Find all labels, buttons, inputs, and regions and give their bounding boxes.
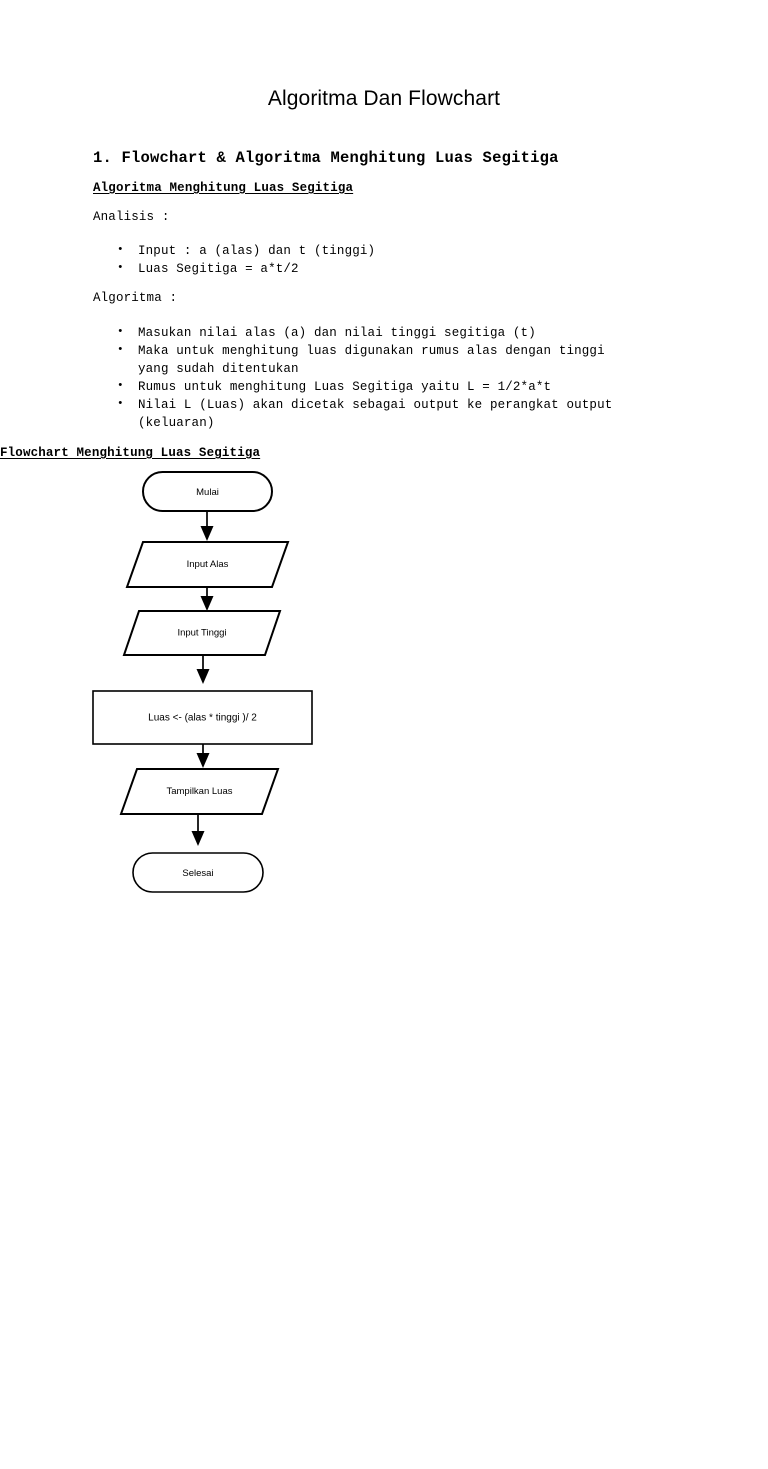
flowchart-node-input-alas: Input Alas	[125, 541, 290, 588]
flowchart-node-output: Tampilkan Luas	[119, 768, 280, 815]
flowchart-node-end-label: Selesai	[182, 868, 213, 879]
flowchart-edge-output-end	[191, 815, 205, 846]
list-item-text-cont: (keluaran)	[138, 416, 215, 430]
list-item: Maka untuk menghitung luas digunakan rum…	[116, 341, 690, 378]
list-item: Rumus untuk menghitung Luas Segitiga yai…	[116, 377, 690, 396]
flowchart-node-input-alas-label: Input Alas	[187, 559, 229, 570]
analisis-list: Input : a (alas) dan t (tinggi) Luas Seg…	[116, 241, 676, 278]
page-title: Algoritma Dan Flowchart	[267, 87, 501, 110]
flowchart-node-process: Luas <- (alas * tinggi )/ 2	[92, 690, 313, 745]
list-item-text: Masukan nilai alas (a) dan nilai tinggi …	[138, 326, 536, 340]
list-item: Masukan nilai alas (a) dan nilai tinggi …	[116, 323, 690, 342]
flowchart-node-end: Selesai	[132, 852, 264, 893]
flowchart-node-input-tinggi-label: Input Tinggi	[177, 628, 226, 639]
list-item: Luas Segitiga = a*t/2	[116, 259, 676, 278]
flowchart-edge-input2-process	[196, 656, 210, 684]
flowchart-edge-process-output	[196, 744, 210, 768]
list-item: Nilai L (Luas) akan dicetak sebagai outp…	[116, 395, 690, 432]
label-analisis: Analisis :	[93, 210, 170, 224]
list-item-text-cont: yang sudah ditentukan	[138, 362, 299, 376]
label-algoritma: Algoritma :	[93, 291, 178, 305]
list-item-text: Input : a (alas) dan t (tinggi)	[138, 244, 376, 258]
list-item-text: Rumus untuk menghitung Luas Segitiga yai…	[138, 380, 552, 394]
list-item-text: Maka untuk menghitung luas digunakan rum…	[138, 344, 605, 358]
algoritma-list: Masukan nilai alas (a) dan nilai tinggi …	[116, 323, 690, 432]
document-page: Algoritma Dan Flowchart 1. Flowchart & A…	[0, 0, 768, 1024]
list-item-text: Luas Segitiga = a*t/2	[138, 262, 299, 276]
flowchart-node-output-label: Tampilkan Luas	[166, 786, 232, 797]
flowchart-node-start: Mulai	[142, 471, 273, 512]
subheading-flowchart: Flowchart Menghitung Luas Segitiga	[0, 446, 261, 460]
flowchart-node-input-tinggi: Input Tinggi	[122, 610, 282, 656]
list-item-text: Nilai L (Luas) akan dicetak sebagai outp…	[138, 398, 613, 412]
flowchart-edge-input1-input2	[200, 588, 214, 611]
section-heading: 1. Flowchart & Algoritma Menghitung Luas…	[93, 149, 559, 167]
list-item: Input : a (alas) dan t (tinggi)	[116, 241, 676, 260]
subheading-algoritma: Algoritma Menghitung Luas Segitiga	[93, 181, 354, 195]
flowchart-edge-start-input1	[200, 510, 214, 541]
flowchart-node-start-label: Mulai	[196, 487, 219, 498]
flowchart-node-process-label: Luas <- (alas * tinggi )/ 2	[148, 713, 257, 724]
